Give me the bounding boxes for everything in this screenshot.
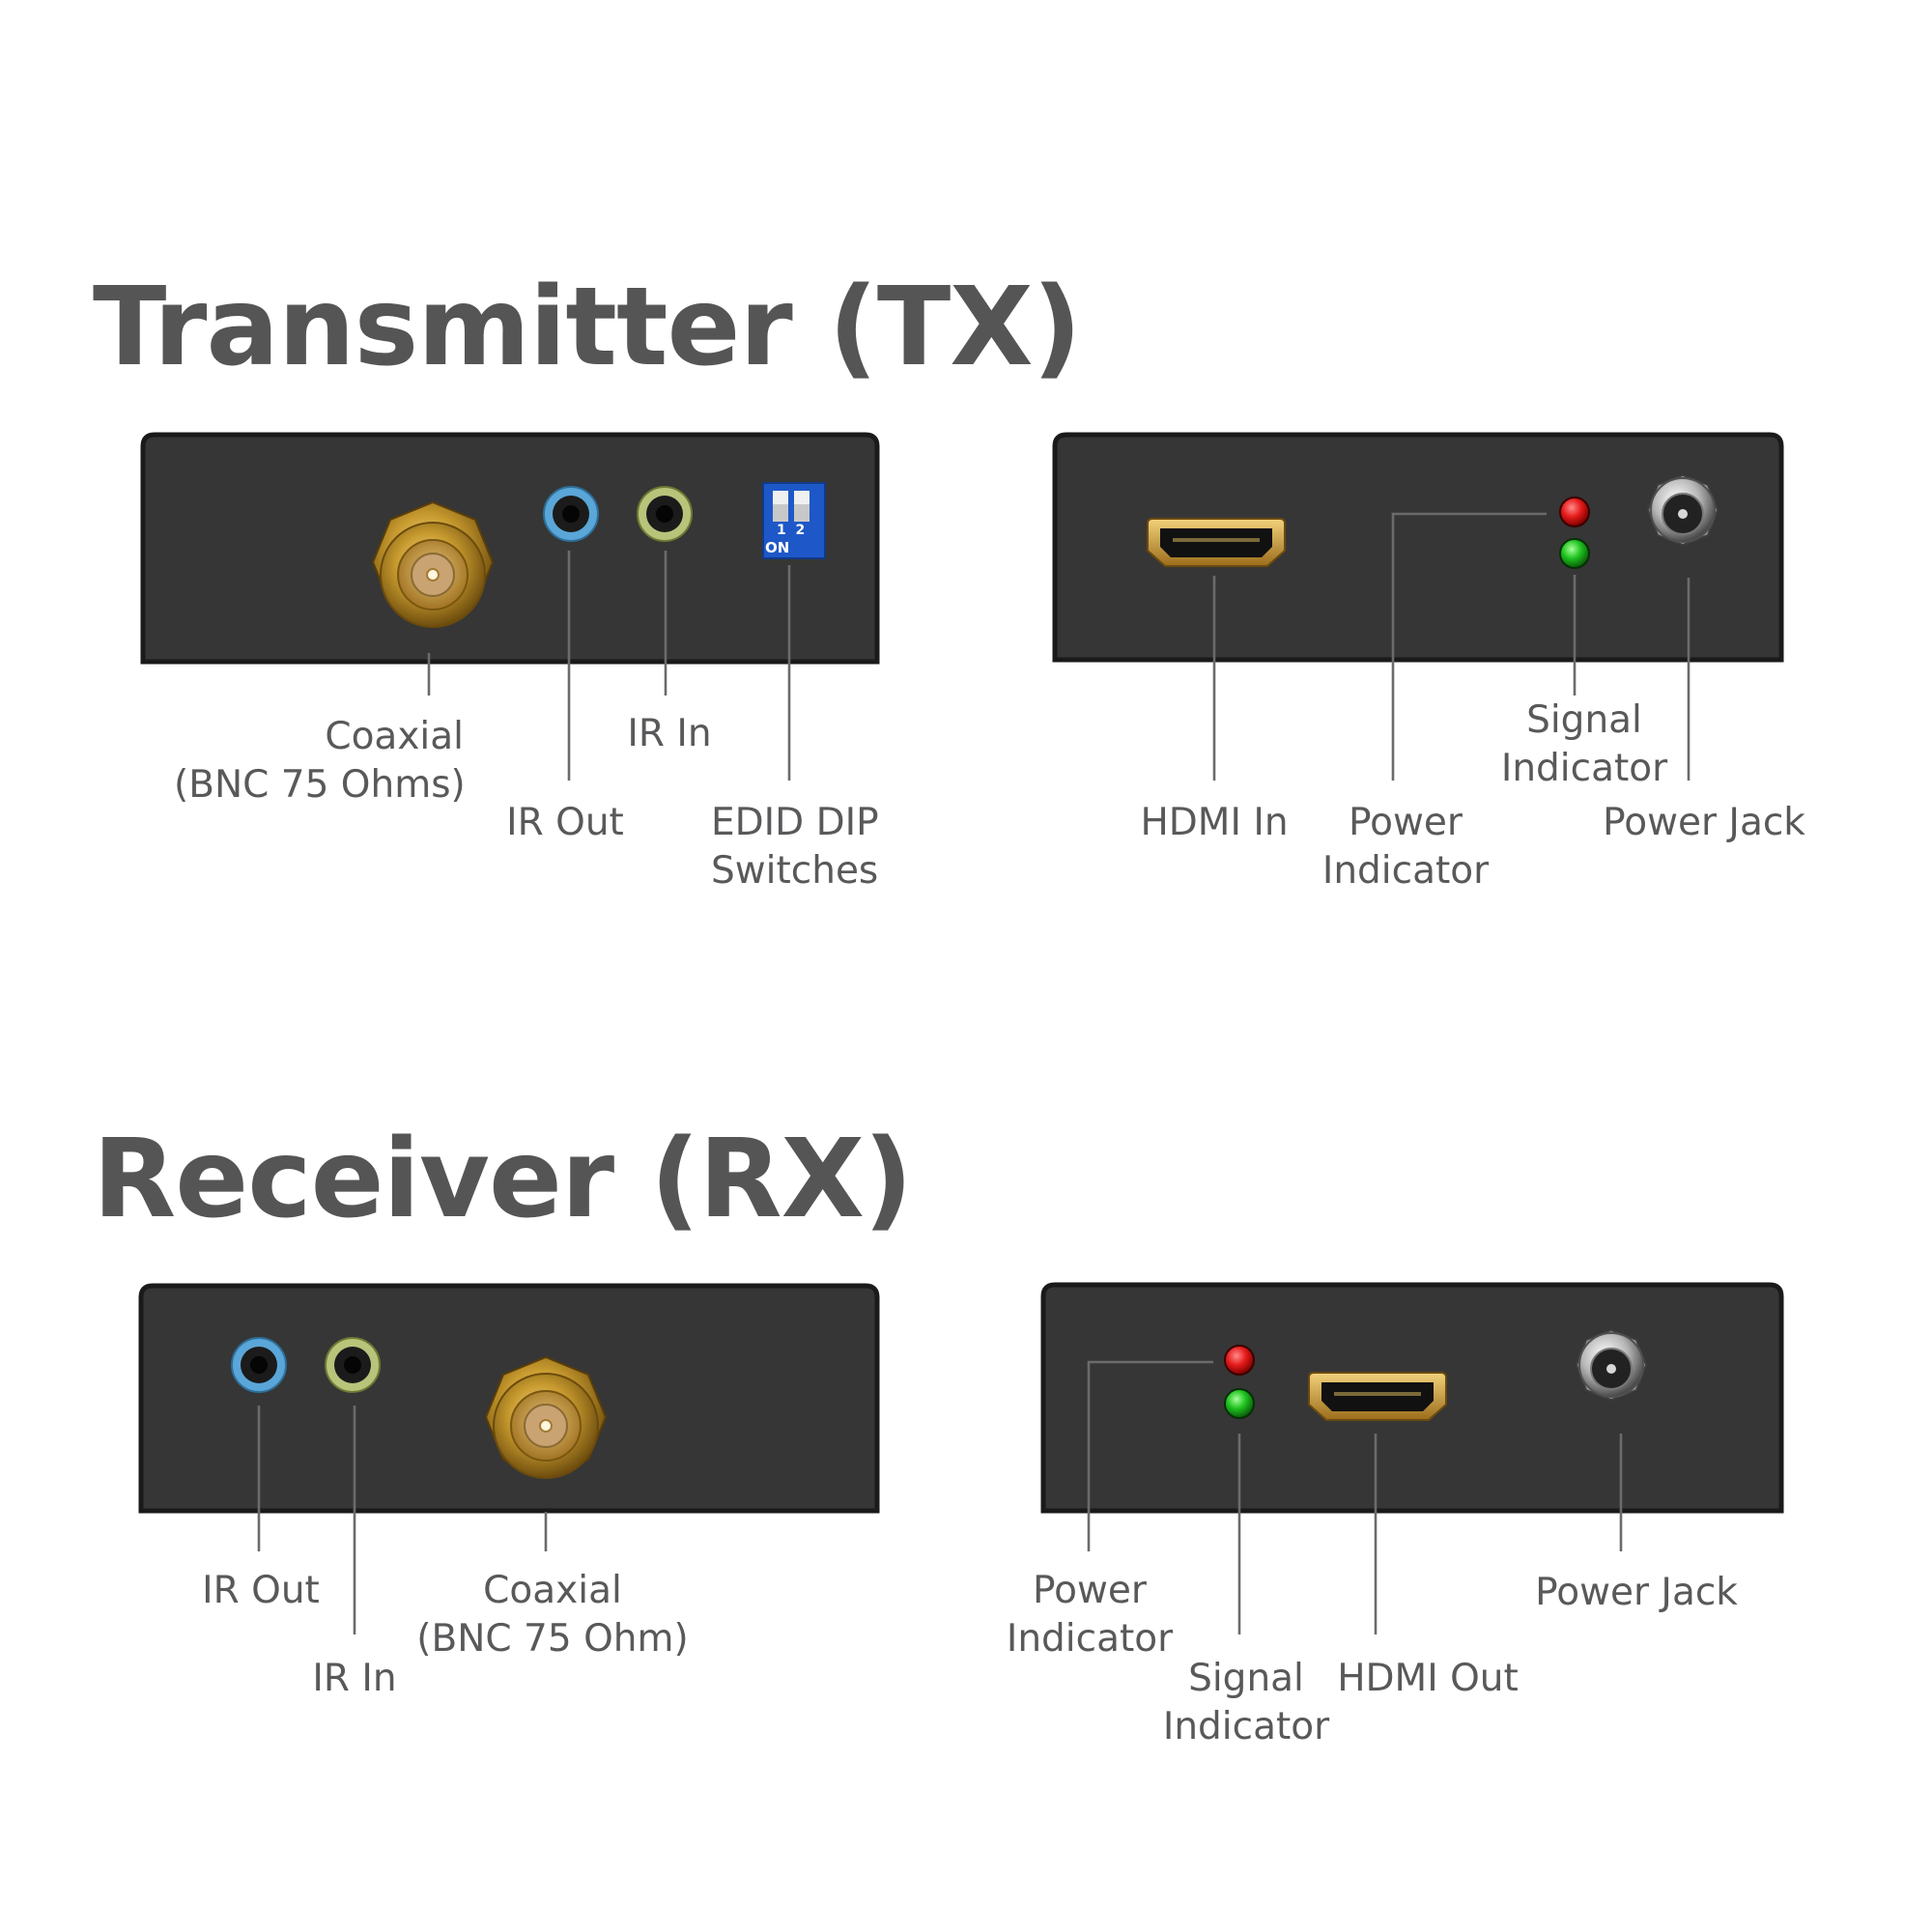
transmitter-title: Transmitter (TX) [93, 265, 1082, 390]
rx-hdmi-out-label-text: HDMI Out [1337, 1657, 1519, 1700]
rx-bnc-connector [484, 1355, 608, 1479]
tx-bnc-connector [371, 500, 495, 628]
tx-dip-on: ON [765, 539, 789, 556]
tx-ir-out-label-text: IR Out [506, 801, 624, 844]
rx-front-panel [1040, 1282, 1784, 1514]
tx-power-indicator-label-line1: Power [1349, 801, 1463, 844]
rx-power-jack-label-text: Power Jack [1535, 1571, 1738, 1614]
rx-power-indicator-label: Power Indicator [1007, 1567, 1173, 1663]
tx-ir-out-jack [543, 486, 599, 542]
rx-signal-indicator-label: Signal Indicator [1163, 1655, 1329, 1751]
rx-coaxial-label: Coaxial (BNC 75 Ohm) [416, 1567, 688, 1663]
rx-signal-indicator-label-line1: Signal [1188, 1657, 1304, 1700]
tx-power-jack [1646, 473, 1719, 547]
rx-power-indicator-label-line1: Power [1033, 1569, 1147, 1612]
rx-coaxial-label-line2: (BNC 75 Ohm) [416, 1617, 689, 1661]
tx-hdmi-in-port [1147, 518, 1286, 567]
tx-power-led [1559, 497, 1590, 527]
tx-edid-dip-switch: 1 2 ON [762, 482, 826, 559]
tx-signal-indicator-label-line1: Signal [1526, 698, 1642, 742]
rx-ir-out-label: IR Out [202, 1567, 320, 1615]
tx-ir-in-label-text: IR In [627, 712, 712, 755]
rx-power-jack [1575, 1328, 1648, 1402]
tx-coaxial-label-line2: (BNC 75 Ohms) [174, 763, 466, 807]
leader-lines [257, 512, 1690, 1634]
rx-coaxial-label-line1: Coaxial [483, 1569, 622, 1612]
rx-ir-in-jack [325, 1337, 381, 1393]
tx-signal-indicator-label-line2: Indicator [1500, 747, 1668, 790]
rx-power-jack-label: Power Jack [1535, 1569, 1738, 1617]
tx-rear-panel: 1 2 ON [140, 432, 880, 665]
tx-edid-label: EDID DIP Switches [711, 799, 879, 895]
rx-power-led [1224, 1345, 1255, 1376]
tx-hdmi-in-label: HDMI In [1140, 799, 1288, 847]
tx-edid-label-line1: EDID DIP [711, 801, 879, 844]
tx-edid-label-line2: Switches [711, 849, 879, 893]
rx-signal-led [1224, 1388, 1255, 1419]
tx-dip-numbers: 1 2 [777, 523, 805, 538]
rx-ir-in-label-text: IR In [312, 1657, 397, 1700]
receiver-title: Receiver (RX) [93, 1117, 913, 1242]
rx-signal-indicator-label-line2: Indicator [1162, 1705, 1330, 1748]
rx-power-indicator-label-line2: Indicator [1006, 1617, 1174, 1661]
rx-ir-in-label: IR In [312, 1655, 396, 1703]
tx-coaxial-label-line1: Coaxial [325, 715, 464, 758]
tx-power-jack-label: Power Jack [1603, 799, 1805, 847]
tx-signal-led [1559, 538, 1590, 569]
tx-ir-out-label: IR Out [506, 799, 624, 847]
tx-power-jack-label-text: Power Jack [1603, 801, 1805, 844]
rx-ir-out-label-text: IR Out [202, 1569, 320, 1612]
tx-hdmi-in-label-text: HDMI In [1140, 801, 1289, 844]
tx-front-panel [1052, 432, 1784, 663]
tx-power-indicator-label-line2: Indicator [1321, 849, 1490, 893]
tx-ir-in-label: IR In [627, 710, 711, 758]
tx-ir-in-jack [637, 486, 693, 542]
tx-coaxial-label: Coaxial (BNC 75 Ohms) [174, 713, 466, 810]
rx-hdmi-out-port [1308, 1372, 1447, 1421]
rx-hdmi-out-label: HDMI Out [1337, 1655, 1519, 1703]
tx-signal-indicator-label: Signal Indicator [1501, 696, 1667, 793]
rx-rear-panel [138, 1283, 880, 1514]
rx-ir-out-jack [231, 1337, 287, 1393]
tx-power-indicator-label: Power Indicator [1322, 799, 1489, 895]
